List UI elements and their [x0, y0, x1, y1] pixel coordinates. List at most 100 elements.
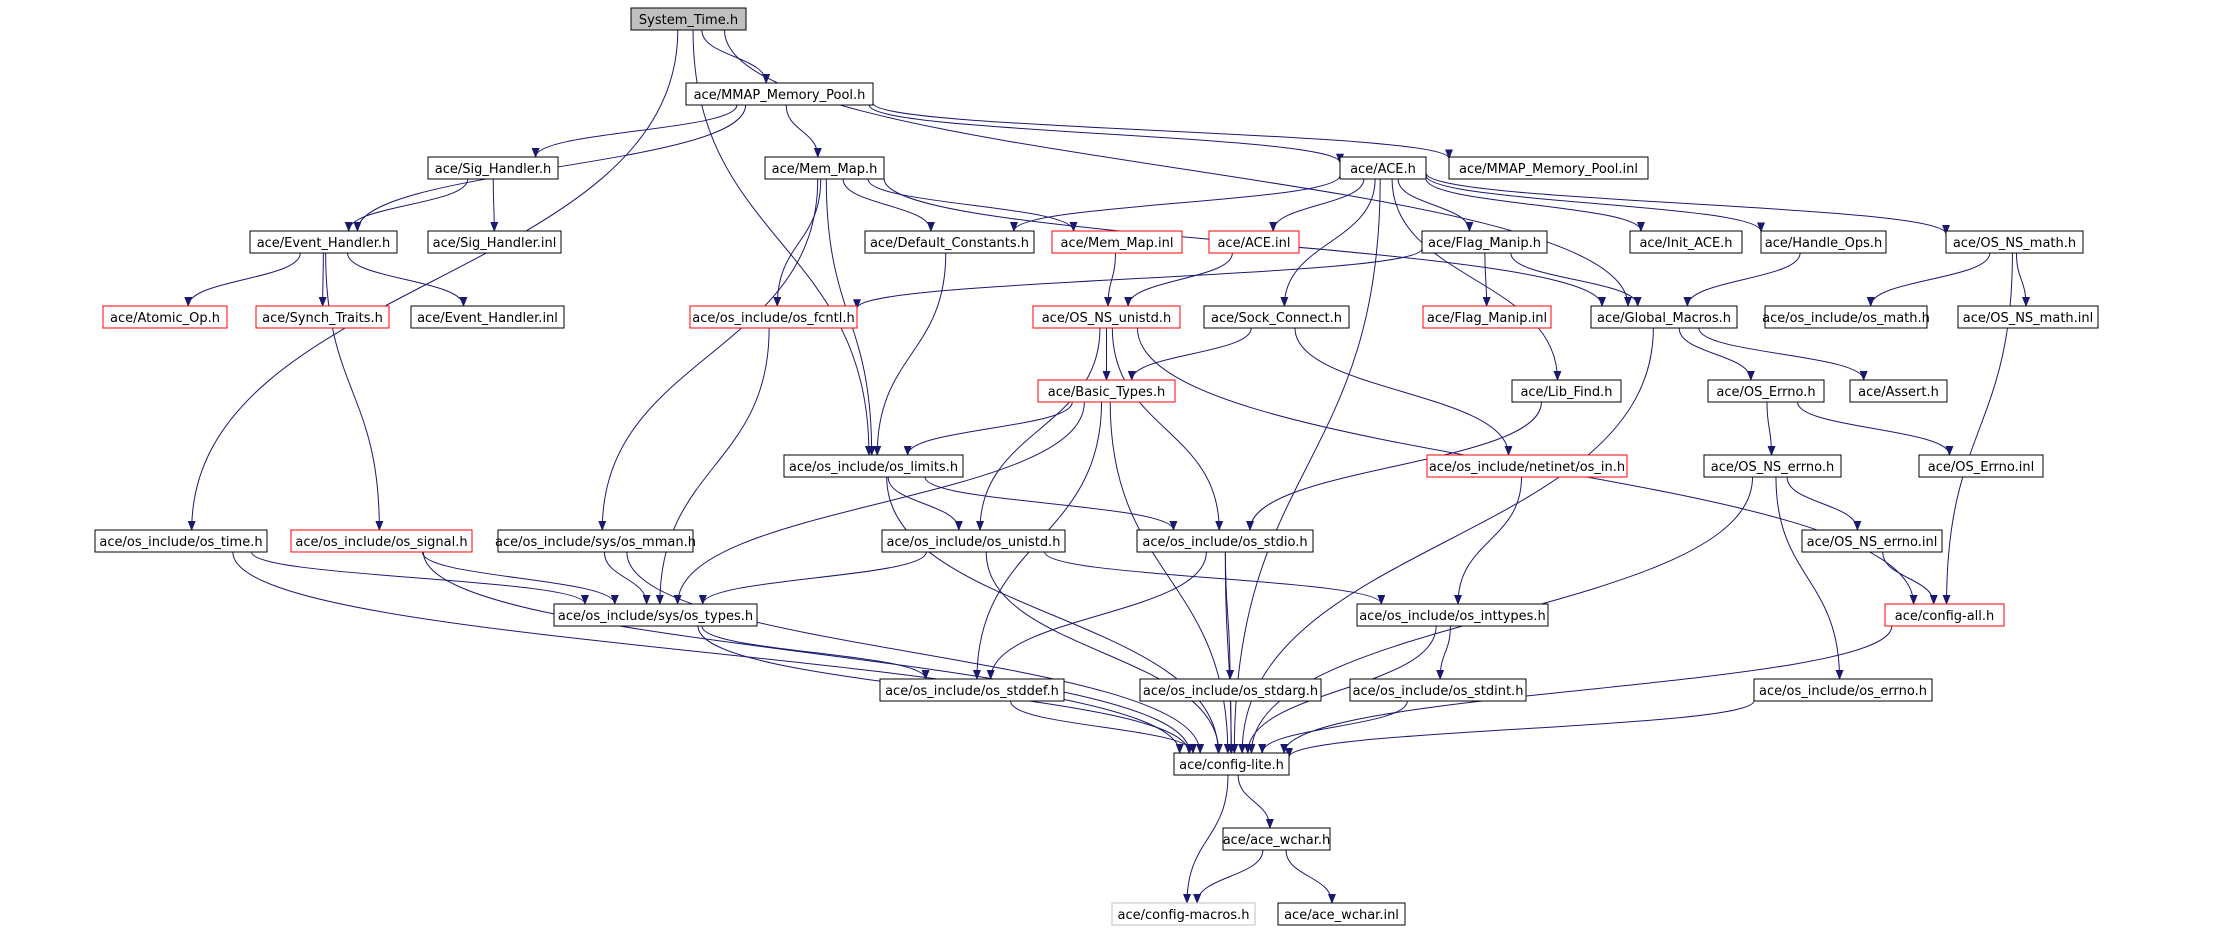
edge-os_signal-to-os_types [421, 551, 619, 605]
node-os-ns-errno[interactable]: ace/OS_NS_errno.h [1703, 454, 1842, 478]
node-box [1208, 230, 1300, 254]
node-sig-handler[interactable]: ace/Sig_Handler.h [427, 156, 559, 180]
node-os-limits[interactable]: ace/os_include/os_limits.h [783, 454, 964, 478]
node-os-stddef[interactable]: ace/os_include/os_stddef.h [879, 678, 1065, 702]
node-ace-inl[interactable]: ace/ACE.inl [1208, 230, 1300, 254]
node-lib-find[interactable]: ace/Lib_Find.h [1511, 379, 1622, 403]
node-box [1339, 156, 1427, 180]
node-default-constants[interactable]: ace/Default_Constants.h [864, 230, 1035, 254]
edge-handle_ops-to-global_macros [1683, 252, 1801, 307]
edge-mem_map-to-mem_map_inl [867, 178, 1078, 232]
node-os-math[interactable]: ace/os_include/os_math.h [1762, 305, 1930, 329]
node-box [1222, 827, 1331, 851]
node-init-ace[interactable]: ace/Init_ACE.h [1629, 230, 1743, 254]
node-os-stdio[interactable]: ace/os_include/os_stdio.h [1136, 529, 1314, 553]
node-box [1422, 305, 1552, 329]
edge-os_stdint-to-config_lite [1258, 700, 1408, 754]
node-label: ace/os_include/os_inttypes.h [1359, 609, 1546, 624]
node-mem-map-inl[interactable]: ace/Mem_Map.inl [1051, 230, 1183, 254]
node-label: ace/MMAP_Memory_Pool.inl [1459, 162, 1638, 177]
node-event-handler-inl[interactable]: ace/Event_Handler.inl [410, 305, 565, 329]
node-mmap-pool[interactable]: ace/MMAP_Memory_Pool.h [685, 82, 874, 106]
node-box [427, 230, 562, 254]
node-ace-wchar[interactable]: ace/ace_wchar.h [1222, 827, 1331, 851]
node-label: ace/Sock_Connect.h [1211, 311, 1342, 326]
node-system-time[interactable]: System_Time.h [630, 7, 747, 31]
node-os-fcntl[interactable]: ace/os_include/os_fcntl.h [689, 305, 858, 329]
edge-mmap_pool-to-ace_h [868, 104, 1344, 164]
node-os-in[interactable]: ace/os_include/netinet/os_in.h [1426, 454, 1628, 478]
edge-mem_map-to-default_constants [842, 178, 935, 232]
node-label: ace/Default_Constants.h [870, 236, 1029, 251]
node-box [1957, 305, 2099, 329]
node-os-ns-unistd[interactable]: ace/OS_NS_unistd.h [1032, 305, 1181, 329]
node-atomic-op[interactable]: ace/Atomic_Op.h [102, 305, 228, 329]
node-box [881, 529, 1066, 553]
node-os-inttypes[interactable]: ace/os_include/os_inttypes.h [1356, 603, 1549, 627]
edge-os_mman-to-os_types [603, 551, 651, 605]
node-assert[interactable]: ace/Assert.h [1849, 379, 1948, 403]
node-os-ns-errno-inl[interactable]: ace/OS_NS_errno.inl [1801, 529, 1943, 553]
node-box [1764, 305, 1928, 329]
edge-mmap_pool-to-mmap_inl [872, 102, 1453, 160]
node-box [1629, 230, 1743, 254]
node-box [1760, 230, 1887, 254]
node-handle-ops[interactable]: ace/Handle_Ops.h [1760, 230, 1887, 254]
node-config-lite[interactable]: ace/config-lite.h [1173, 752, 1290, 776]
node-box [1139, 678, 1322, 702]
node-box [410, 305, 565, 329]
node-event-handler[interactable]: ace/Event_Handler.h [249, 230, 398, 254]
node-os-stdarg[interactable]: ace/os_include/os_stdarg.h [1139, 678, 1322, 702]
node-basic-types[interactable]: ace/Basic_Types.h [1037, 379, 1176, 403]
node-os-errno-os[interactable]: ace/os_include/os_errno.h [1753, 678, 1933, 702]
node-mem-map[interactable]: ace/Mem_Map.h [764, 156, 885, 180]
node-box [1918, 454, 2044, 478]
edge-global_macros-to-assert [1698, 327, 1868, 381]
node-label: ace/Init_ACE.h [1639, 236, 1732, 251]
node-mmap-inl[interactable]: ace/MMAP_Memory_Pool.inl [1448, 156, 1649, 180]
node-box [497, 529, 694, 553]
node-os-ns-math-inl[interactable]: ace/OS_NS_math.inl [1957, 305, 2099, 329]
node-label: ace/OS_Errno.h [1716, 385, 1815, 400]
edge-os_limits-to-os_unistd [887, 476, 963, 531]
node-global-macros[interactable]: ace/Global_Macros.h [1590, 305, 1738, 329]
edge-default_constants-to-os_limits [873, 252, 947, 456]
node-box [864, 230, 1035, 254]
edge-ace_h-to-default_constants [1010, 175, 1341, 232]
node-os-errno-h[interactable]: ace/OS_Errno.h [1707, 379, 1825, 403]
node-sig-handler-inl[interactable]: ace/Sig_Handler.inl [427, 230, 562, 254]
edge-os_fcntl-to-os_types [655, 327, 770, 605]
node-label: ace/os_include/os_fcntl.h [692, 311, 854, 326]
edge-ace_inl-to-os_ns_unistd [1124, 252, 1233, 307]
node-label: ace/os_include/os_limits.h [789, 460, 958, 475]
node-flag-manip-inl[interactable]: ace/Flag_Manip.inl [1422, 305, 1552, 329]
node-os-time[interactable]: ace/os_include/os_time.h [94, 529, 268, 553]
node-label: ace/config-all.h [1895, 609, 1995, 624]
edge-mmap_pool-to-sig_handler [531, 104, 738, 158]
edge-os_ns_errno-to-os_errno_os [1775, 476, 1844, 680]
node-os-errno-inl[interactable]: ace/OS_Errno.inl [1918, 454, 2044, 478]
node-ace-wchar-inl[interactable]: ace/ace_wchar.inl [1277, 902, 1406, 926]
node-box [783, 454, 964, 478]
node-config-macros[interactable]: ace/config-macros.h [1111, 902, 1256, 926]
node-os-types[interactable]: ace/os_include/sys/os_types.h [553, 603, 758, 627]
node-os-ns-math[interactable]: ace/OS_NS_math.h [1945, 230, 2084, 254]
node-config-all[interactable]: ace/config-all.h [1884, 603, 2005, 627]
node-label: ace/os_include/os_time.h [99, 535, 262, 550]
edge-os_mman-to-config_lite [626, 551, 1205, 754]
edge-ace_h-to-os_ns_math [1425, 172, 1950, 235]
node-box [1173, 752, 1290, 776]
node-os-signal[interactable]: ace/os_include/os_signal.h [290, 529, 473, 553]
node-os-mman[interactable]: ace/os_include/sys/os_mman.h [495, 529, 696, 553]
node-os-unistd[interactable]: ace/os_include/os_unistd.h [881, 529, 1066, 553]
node-flag-manip[interactable]: ace/Flag_Manip.h [1421, 230, 1548, 254]
node-sock-connect[interactable]: ace/Sock_Connect.h [1203, 305, 1350, 329]
node-label: ace/os_include/os_errno.h [1759, 684, 1927, 699]
node-os-stdint[interactable]: ace/os_include/os_stdint.h [1349, 678, 1527, 702]
node-label: ace/Lib_Find.h [1520, 385, 1612, 400]
edge-sig_handler-to-event_handler [344, 178, 469, 232]
edge-os_types-to-os_stddef [701, 625, 930, 680]
edge-ace_wchar-to-config_macros [1193, 849, 1264, 904]
node-ace-h[interactable]: ace/ACE.h [1339, 156, 1427, 180]
node-synch-traits[interactable]: ace/Synch_Traits.h [255, 305, 390, 329]
